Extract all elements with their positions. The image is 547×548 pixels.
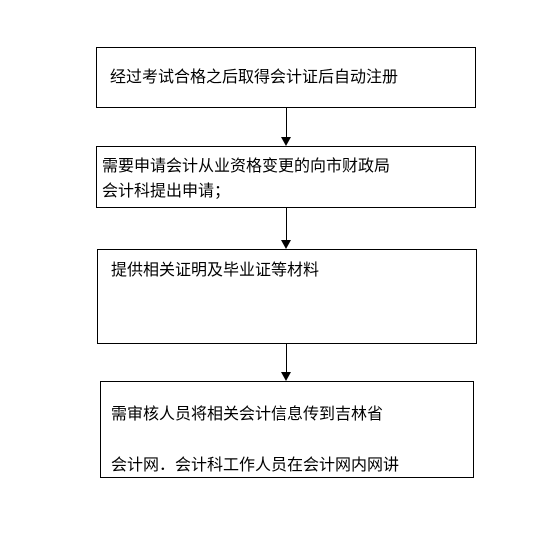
step-2-text-line-2: 会计科提出申请； <box>102 181 231 200</box>
step-4-text-line-2: 会计网．会计科工作人员在会计网内网讲 <box>111 455 400 474</box>
step-4-box: 需审核人员将相关会计信息传到吉林省 会计网．会计科工作人员在会计网内网讲 <box>100 381 474 478</box>
arrow-2-line <box>286 208 287 241</box>
arrow-2-head <box>281 240 291 249</box>
step-4-text-line-1: 需审核人员将相关会计信息传到吉林省 <box>111 404 384 423</box>
step-2-text-line-1: 需要申请会计从业资格变更的向市财政局 <box>102 156 391 175</box>
step-2-box: 需要申请会计从业资格变更的向市财政局 会计科提出申请； <box>96 146 476 208</box>
step-3-box: 提供相关证明及毕业证等材料 <box>97 249 477 344</box>
arrow-1-head <box>281 137 291 146</box>
step-1-text: 经过考试合格之后取得会计证后自动注册 <box>110 67 399 86</box>
step-1-box: 经过考试合格之后取得会计证后自动注册 <box>96 47 476 108</box>
arrow-3-head <box>281 372 291 381</box>
arrow-3-line <box>286 344 287 373</box>
step-3-text: 提供相关证明及毕业证等材料 <box>111 260 320 279</box>
arrow-1-line <box>286 108 287 138</box>
